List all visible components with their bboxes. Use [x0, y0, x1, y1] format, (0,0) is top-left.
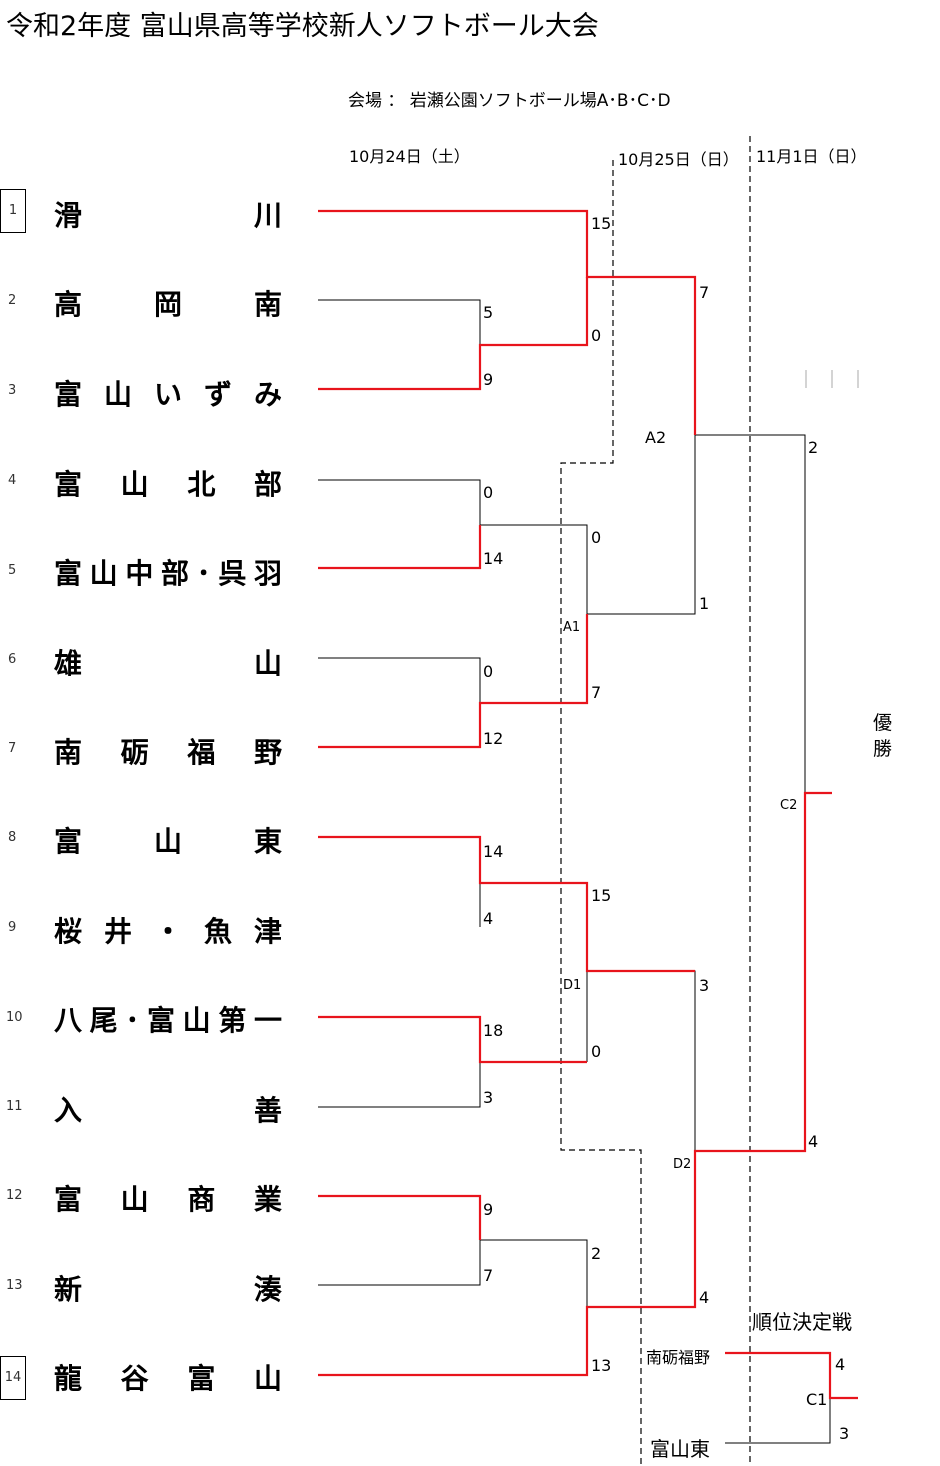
- seed-6: 6: [8, 652, 17, 667]
- team-name-6: 雄山: [54, 647, 284, 680]
- win-path-rank: [725, 1351, 858, 1400]
- score-r1-team7: 12: [483, 729, 504, 748]
- score-r1-team3: 9: [483, 370, 494, 389]
- score-final-top: 2: [808, 438, 819, 457]
- team-name-2: 高岡南: [54, 288, 284, 321]
- venue-label: 会場 ： 岩瀬公園ソフトボール場A･B･C･D: [348, 91, 671, 111]
- date-day3: 11月1日（日）: [756, 147, 867, 166]
- seed-13: 13: [6, 1278, 23, 1293]
- line-rank-bottom: [725, 1398, 831, 1444]
- team-name-13: 新湊: [54, 1273, 284, 1306]
- date-day2: 10月25日（日）: [618, 150, 739, 169]
- placement-team-top: 南砺福野: [646, 1348, 711, 1367]
- page-title: 令和2年度 富山県高等学校新人ソフトボール大会: [6, 11, 599, 42]
- score-r1-team12: 9: [483, 1200, 494, 1219]
- line-team-11: [318, 1062, 481, 1108]
- score-r2-team1: 15: [591, 214, 612, 233]
- team-name-9: 桜井・魚津: [54, 915, 284, 948]
- score-r1-team11: 3: [483, 1088, 494, 1107]
- score-r2-team4-5: 0: [591, 528, 602, 547]
- line-team-2: [318, 299, 481, 345]
- line-r2-d: [480, 1239, 588, 1307]
- game-label-d2: D2: [673, 1157, 692, 1172]
- team-name-10: 八尾･富山第一: [54, 1004, 284, 1037]
- score-r2-team10-11: 0: [591, 1042, 602, 1061]
- team-name-3: 富山いずみ: [54, 378, 284, 411]
- score-r1-team10: 18: [483, 1021, 504, 1040]
- win-path-12: [318, 1194, 482, 1240]
- seed-3: 3: [8, 383, 17, 398]
- line-r2-b: [480, 524, 588, 614]
- team-name-8: 富山東: [54, 825, 284, 858]
- seed-5: 5: [8, 563, 17, 578]
- score-r1-team8: 14: [483, 842, 504, 861]
- seed-11: 11: [6, 1099, 23, 1114]
- score-sf-d1: 3: [699, 976, 710, 995]
- placement-team-bottom: 富山東: [650, 1437, 710, 1461]
- team-name-12: 富山商業: [54, 1183, 284, 1216]
- seed-10: 10: [6, 1010, 23, 1025]
- win-path-3: [318, 277, 589, 391]
- line-team-4: [318, 479, 481, 525]
- win-path-14: [318, 791, 832, 1377]
- win-path-10: [318, 1015, 587, 1064]
- game-label-c1: C1: [806, 1390, 828, 1409]
- line-sf-a1: [587, 435, 696, 615]
- win-path-7: [318, 614, 589, 749]
- score-r2-team6-7: 7: [591, 683, 602, 702]
- game-label-a2: A2: [645, 428, 667, 447]
- score-r1-team13: 7: [483, 1266, 494, 1285]
- score-r1-team4: 0: [483, 483, 494, 502]
- seed-8: 8: [8, 830, 17, 845]
- game-label-a1: A1: [563, 620, 581, 635]
- placement-score-top: 4: [835, 1355, 846, 1374]
- line-team-6: [318, 657, 481, 703]
- score-sf-top: 7: [699, 283, 710, 302]
- champion-label: 優勝: [873, 710, 892, 762]
- score-final-bottom: 4: [808, 1132, 819, 1151]
- team-name-11: 入善: [54, 1094, 284, 1127]
- score-r2-team14: 13: [591, 1356, 612, 1375]
- seed-12: 12: [6, 1188, 23, 1203]
- seed-2: 2: [8, 293, 17, 308]
- team-name-1: 滑川: [54, 199, 284, 232]
- score-r1-team6: 0: [483, 662, 494, 681]
- mark-1: [805, 367, 813, 389]
- win-path-1: [318, 209, 697, 435]
- venue-divider-1: [560, 160, 642, 1466]
- score-r1-team2: 5: [483, 303, 494, 322]
- game-label-c2: C2: [780, 798, 798, 813]
- team-name-5: 富山中部･呉羽: [54, 557, 284, 590]
- line-team-13: [318, 1240, 481, 1286]
- score-r2-team12-13: 2: [591, 1244, 602, 1263]
- team-name-4: 富山北部: [54, 468, 284, 501]
- faint-ticks: [805, 370, 859, 388]
- win-path-5: [318, 525, 482, 570]
- score-sf-a1: 1: [699, 594, 710, 613]
- team-name-7: 南砺福野: [54, 736, 284, 769]
- win-path-8: [318, 835, 695, 973]
- seed-7: 7: [8, 741, 17, 756]
- seed-14: 14: [0, 1356, 26, 1400]
- score-r1-team9: 4: [483, 909, 494, 928]
- score-r2-team2-3: 0: [591, 326, 602, 345]
- score-r1-team5: 14: [483, 549, 504, 568]
- seed-4: 4: [8, 473, 17, 488]
- game-label-d1: D1: [563, 978, 582, 993]
- placement-title: 順位決定戦: [752, 1310, 852, 1334]
- line-final-top: [695, 434, 806, 793]
- seed-1: 1: [0, 189, 26, 233]
- date-day1: 10月24日（土）: [349, 147, 470, 166]
- placement-score-bottom: 3: [839, 1424, 850, 1443]
- seed-9: 9: [8, 920, 17, 935]
- line-sf-d1: [587, 970, 696, 1151]
- champion-text: 優勝: [873, 712, 893, 760]
- score-sf-bottom: 4: [699, 1288, 710, 1307]
- score-r2-team8-9: 15: [591, 886, 612, 905]
- team-name-14: 龍谷富山: [54, 1362, 284, 1395]
